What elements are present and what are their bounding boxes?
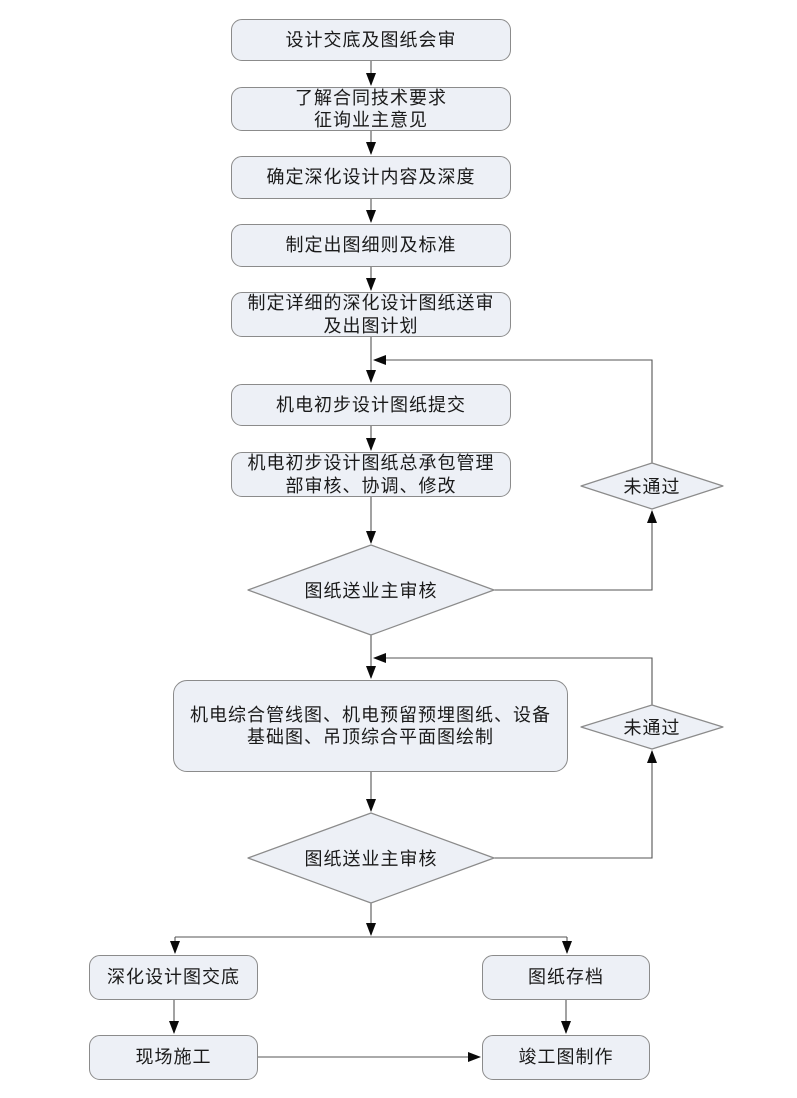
node-comprehensive-drawings: 机电综合管线图、机电预留预埋图纸、设备 基础图、吊顶综合平面图绘制 [173,680,568,772]
decision-owner-review-2: 图纸送业主审核 [304,849,438,869]
node-label: 了解合同技术要求 征询业主意见 [295,87,447,131]
node-drawing-rules: 制定出图细则及标准 [231,224,511,267]
edge-notpassed1-return [373,355,653,463]
node-preliminary-submission: 机电初步设计图纸提交 [231,384,511,426]
node-label: 机电初步设计图纸提交 [276,394,466,415]
decision-owner-review-1: 图纸送业主审核 [304,581,438,601]
node-site-construction: 现场施工 [89,1035,258,1080]
decision-shape-owner-review-1 [247,544,495,636]
decision-shapes [247,462,724,904]
decision-shape-not-passed-2 [580,704,724,750]
node-label: 机电综合管线图、机电预留预埋图纸、设备 基础图、吊顶综合平面图绘制 [190,704,551,748]
node-label: 图纸存档 [528,967,604,988]
node-submission-plan: 制定详细的深化设计图纸送审 及出图计划 [231,292,511,337]
edge-owner2-to-notpassed2 [494,750,657,859]
node-label: 竣工图制作 [518,1047,614,1068]
node-label: 深化设计图交底 [107,967,240,988]
decision-not-passed-2: 未通过 [623,718,681,738]
node-design-handover: 深化设计图交底 [89,955,258,1000]
edge-owner1-to-notpassed1 [494,510,657,591]
node-as-built: 竣工图制作 [482,1035,650,1080]
node-label: 设计交底及图纸会审 [285,29,457,50]
node-label: 制定详细的深化设计图纸送审 及出图计划 [247,293,495,336]
edge-notpassed2-return [373,653,653,705]
node-define-scope: 确定深化设计内容及深度 [231,156,511,199]
edges [169,61,657,1062]
node-contract-requirements: 了解合同技术要求 征询业主意见 [231,87,511,131]
decision-shape-owner-review-2 [247,812,495,904]
decision-shape-not-passed-1 [580,462,724,510]
node-gc-review: 机电初步设计图纸总承包管理 部审核、协调、修改 [231,452,511,497]
node-label: 机电初步设计图纸总承包管理 部审核、协调、修改 [247,453,495,496]
node-design-briefing: 设计交底及图纸会审 [231,19,511,61]
node-label: 确定深化设计内容及深度 [266,167,476,188]
node-label: 制定出图细则及标准 [285,235,457,256]
decision-not-passed-1: 未通过 [623,477,681,497]
node-archive: 图纸存档 [482,955,650,1000]
node-label: 现场施工 [135,1047,212,1068]
